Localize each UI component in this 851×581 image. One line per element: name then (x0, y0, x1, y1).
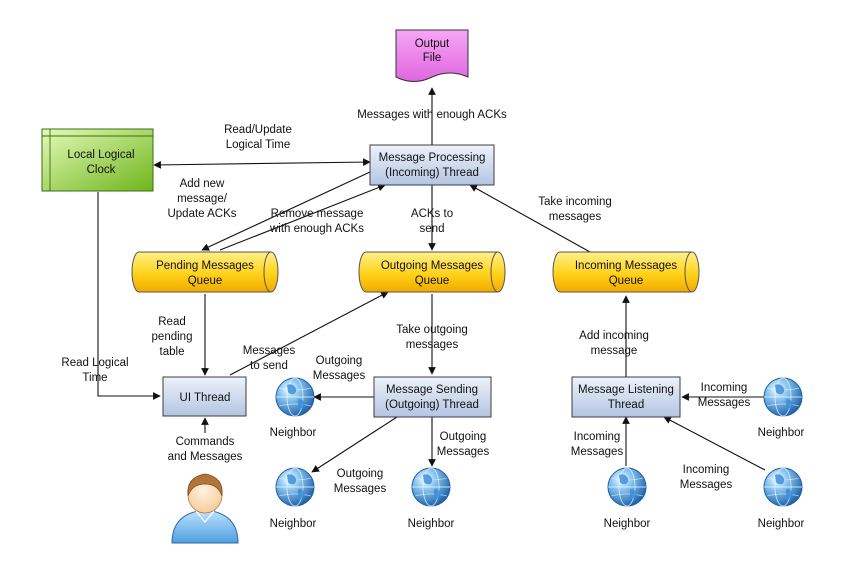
label-add-new-message-3: Update ACKs (167, 208, 236, 220)
edge-processing-to-pending (201, 171, 371, 251)
label-messages-enough-acks: Messages with enough ACKs (357, 109, 507, 121)
neighbor-node: Neighbor (758, 467, 805, 530)
message-listening-label-2: Thread (608, 399, 644, 411)
label-read-update-time-2: Logical Time (226, 139, 291, 151)
label-outgoing-messages-b-2: Messages (437, 446, 490, 458)
message-listening-thread-node: Message Listening Thread (571, 376, 681, 418)
output-file-label-2: File (423, 52, 442, 64)
user-icon (171, 473, 239, 544)
neighbor-node: Neighbor (604, 467, 651, 530)
label-incoming-messages-r-2: Messages (698, 397, 751, 409)
local-clock-label-1: Local Logical (67, 149, 134, 161)
message-sending-label-1: Message Sending (386, 384, 478, 396)
edge-pending-to-processing (219, 183, 386, 251)
incoming-queue-label-1: Incoming Messages (575, 260, 678, 272)
label-messages-to-send-1: Messages (243, 345, 296, 357)
label-incoming-messages-r-1: Incoming (701, 382, 748, 394)
local-clock-label-2: Clock (87, 164, 116, 176)
label-remove-message-2: with enough ACKs (269, 223, 364, 235)
pending-queue-label-2: Queue (188, 275, 223, 287)
globe-icon (763, 467, 803, 507)
label-remove-message-1: Remove message (271, 208, 364, 220)
label-add-new-message-2: message/ (177, 193, 228, 205)
label-commands-messages-1: Commands (176, 436, 235, 448)
neighbor-node: Neighbor (270, 467, 317, 530)
label-messages-to-send-2: to send (250, 360, 288, 372)
label-outgoing-messages-b-1: Outgoing (440, 431, 487, 443)
edge-clock-to-ui (97, 192, 161, 400)
incoming-queue-label-2: Queue (609, 275, 644, 287)
globe-icon (763, 377, 803, 417)
message-processing-label-1: Message Processing (379, 152, 486, 164)
label-commands-messages-2: and Messages (168, 451, 243, 463)
label-add-incoming-1: Add incoming (579, 330, 649, 342)
ui-thread-node: UI Thread (162, 376, 247, 417)
label-add-incoming-2: message (591, 345, 638, 357)
label-incoming-messages-br-1: Incoming (683, 464, 730, 476)
label-read-logical-time-2: Time (82, 372, 107, 384)
label-acks-to-send-2: send (420, 223, 445, 235)
local-clock-node: Local Logical Clock (41, 128, 154, 192)
message-listening-label-1: Message Listening (578, 384, 674, 396)
message-sending-label-2: (Outgoing) Thread (385, 399, 479, 411)
outgoing-queue-label-1: Outgoing Messages (381, 260, 484, 272)
label-incoming-messages-br-2: Messages (680, 479, 733, 491)
neighbor-node: Neighbor (758, 377, 805, 439)
pending-messages-queue-node: Pending Messages Queue (131, 251, 279, 293)
globe-icon (411, 467, 451, 507)
label-take-outgoing-2: messages (406, 339, 459, 351)
neighbor-label: Neighbor (270, 427, 317, 439)
label-add-new-message-1: Add new (180, 178, 225, 190)
neighbor-node: Neighbor (270, 377, 317, 439)
label-outgoing-messages-bl-1: Outgoing (337, 468, 384, 480)
globe-icon (275, 377, 315, 417)
output-file-label-1: Output (415, 38, 450, 50)
label-incoming-messages-b-2: Messages (571, 446, 624, 458)
edge-clock-processing (153, 158, 371, 169)
label-read-logical-time-1: Read Logical (61, 357, 128, 369)
message-processing-thread-node: Message Processing (Incoming) Thread (369, 144, 495, 186)
neighbor-label: Neighbor (270, 518, 317, 530)
message-sending-thread-node: Message Sending (Outgoing) Thread (373, 376, 492, 418)
label-incoming-messages-b-1: Incoming (574, 431, 621, 443)
neighbor-label: Neighbor (604, 518, 651, 530)
label-take-outgoing-1: Take outgoing (396, 324, 468, 336)
edge-neighbor-bottom-right-to-listening (663, 416, 766, 471)
label-read-pending-2: pending (152, 331, 193, 343)
edge-ui-to-outgoing-queue (229, 291, 389, 376)
edges (97, 87, 766, 473)
message-processing-label-2: (Incoming) Thread (385, 167, 479, 179)
incoming-messages-queue-node: Incoming Messages Queue (552, 251, 700, 293)
edge-sending-to-neighbor-bottom-left (311, 416, 398, 473)
outgoing-messages-queue-node: Outgoing Messages Queue (358, 251, 506, 293)
label-outgoing-messages-left-2: Messages (313, 370, 366, 382)
globe-icon (275, 467, 315, 507)
label-take-incoming-2: messages (549, 211, 602, 223)
pending-queue-label-1: Pending Messages (156, 260, 254, 272)
neighbor-node: Neighbor (408, 467, 455, 530)
label-read-pending-3: table (160, 346, 185, 358)
globe-icon (607, 467, 647, 507)
label-outgoing-messages-left-1: Outgoing (316, 355, 363, 367)
outgoing-queue-label-2: Queue (415, 275, 450, 287)
neighbor-label: Neighbor (758, 518, 805, 530)
label-take-incoming-1: Take incoming (538, 196, 612, 208)
neighbor-label: Neighbor (408, 518, 455, 530)
label-outgoing-messages-bl-2: Messages (334, 483, 387, 495)
neighbor-label: Neighbor (758, 427, 805, 439)
output-file-node: Output File (395, 29, 469, 82)
label-read-update-time-1: Read/Update (224, 124, 292, 136)
file-icon (395, 29, 469, 82)
edge-labels: Messages with enough ACKs Read/Update Lo… (61, 109, 750, 495)
edge-incoming-queue-to-processing (469, 184, 591, 253)
label-acks-to-send-1: ACKs to (411, 208, 453, 220)
ui-thread-label: UI Thread (180, 392, 231, 404)
label-read-pending-1: Read (158, 316, 186, 328)
